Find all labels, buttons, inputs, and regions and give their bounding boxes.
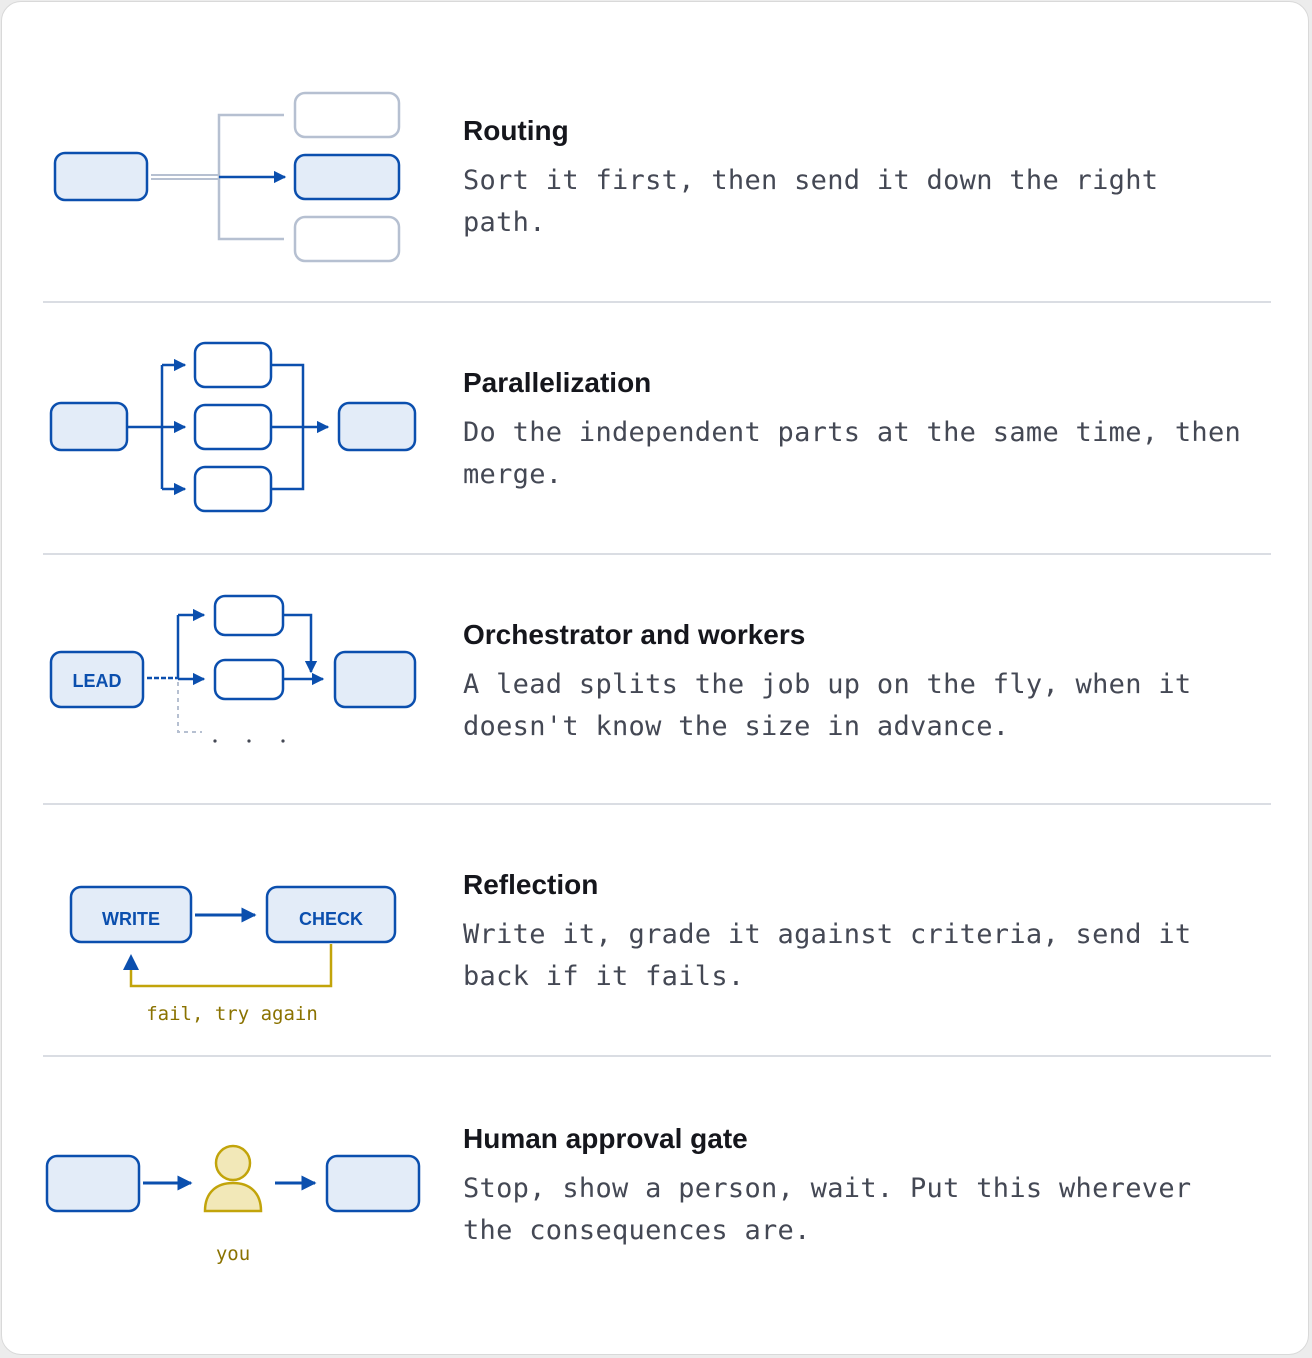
route-option-bottom: [293, 215, 401, 263]
reflection-description: Write it, grade it against criteria, sen…: [463, 919, 1192, 992]
write-label: WRITE: [102, 909, 160, 929]
reflection-diagram: WRITE CHECK fail, try again: [69, 885, 397, 1025]
human-gate-diagram: you: [45, 1144, 421, 1265]
reflection-title: Reflection: [463, 869, 599, 900]
input-box: [45, 1154, 141, 1213]
routing-description: Sort it first, then send it down the rig…: [463, 165, 1159, 238]
divider: [43, 553, 1271, 555]
worker-2: [213, 658, 285, 701]
row-reflection: WRITE CHECK fail, try again Reflection W…: [2, 804, 1310, 1056]
output-box: [325, 1154, 421, 1213]
check-box: [265, 885, 397, 944]
retry-arrowhead: [123, 954, 139, 970]
route-option-top: [293, 91, 401, 139]
retry-label: fail, try again: [146, 1003, 318, 1025]
parallelization-diagram: [49, 341, 417, 513]
input-box: [53, 151, 149, 202]
orchestrator-title: Orchestrator and workers: [463, 619, 806, 650]
routing-title: Routing: [463, 115, 569, 146]
more-dot: [281, 739, 285, 743]
row-human-gate: you Human approval gate Stop, show a per…: [2, 1056, 1310, 1346]
merge-box: [337, 401, 417, 452]
route-option-selected: [293, 153, 401, 201]
parallel-task-2: [193, 403, 273, 451]
input-box: [49, 401, 129, 452]
divider: [43, 1055, 1271, 1057]
check-label: CHECK: [299, 909, 363, 929]
write-box: [69, 885, 193, 944]
row-routing: Routing Sort it first, then send it down…: [2, 2, 1310, 302]
divider: [43, 301, 1271, 303]
orchestrator-diagram: LEAD: [49, 594, 417, 743]
orchestrator-description: A lead splits the job up on the fly, whe…: [463, 669, 1192, 742]
more-dot: [247, 739, 251, 743]
human-gate-title: Human approval gate: [463, 1123, 748, 1154]
row-orchestrator: LEAD Orchestrator and workers A lead spl…: [2, 554, 1310, 804]
routing-diagram: [53, 91, 401, 263]
person-label: you: [216, 1243, 250, 1265]
divider: [43, 803, 1271, 805]
retry-loop-line: [129, 944, 333, 988]
more-dot: [213, 739, 217, 743]
human-gate-description: Stop, show a person, wait. Put this wher…: [463, 1173, 1192, 1246]
parallel-task-1: [193, 341, 273, 389]
worker-1: [213, 594, 285, 637]
lead-box: [49, 650, 145, 709]
output-box: [333, 650, 417, 709]
parallel-task-3: [193, 465, 273, 513]
parallelization-title: Parallelization: [463, 367, 652, 398]
row-parallelization: Parallelization Do the independent parts…: [2, 302, 1310, 554]
person-icon: [203, 1144, 263, 1213]
lead-label: LEAD: [73, 671, 122, 691]
parallelization-description: Do the independent parts at the same tim…: [463, 417, 1242, 490]
